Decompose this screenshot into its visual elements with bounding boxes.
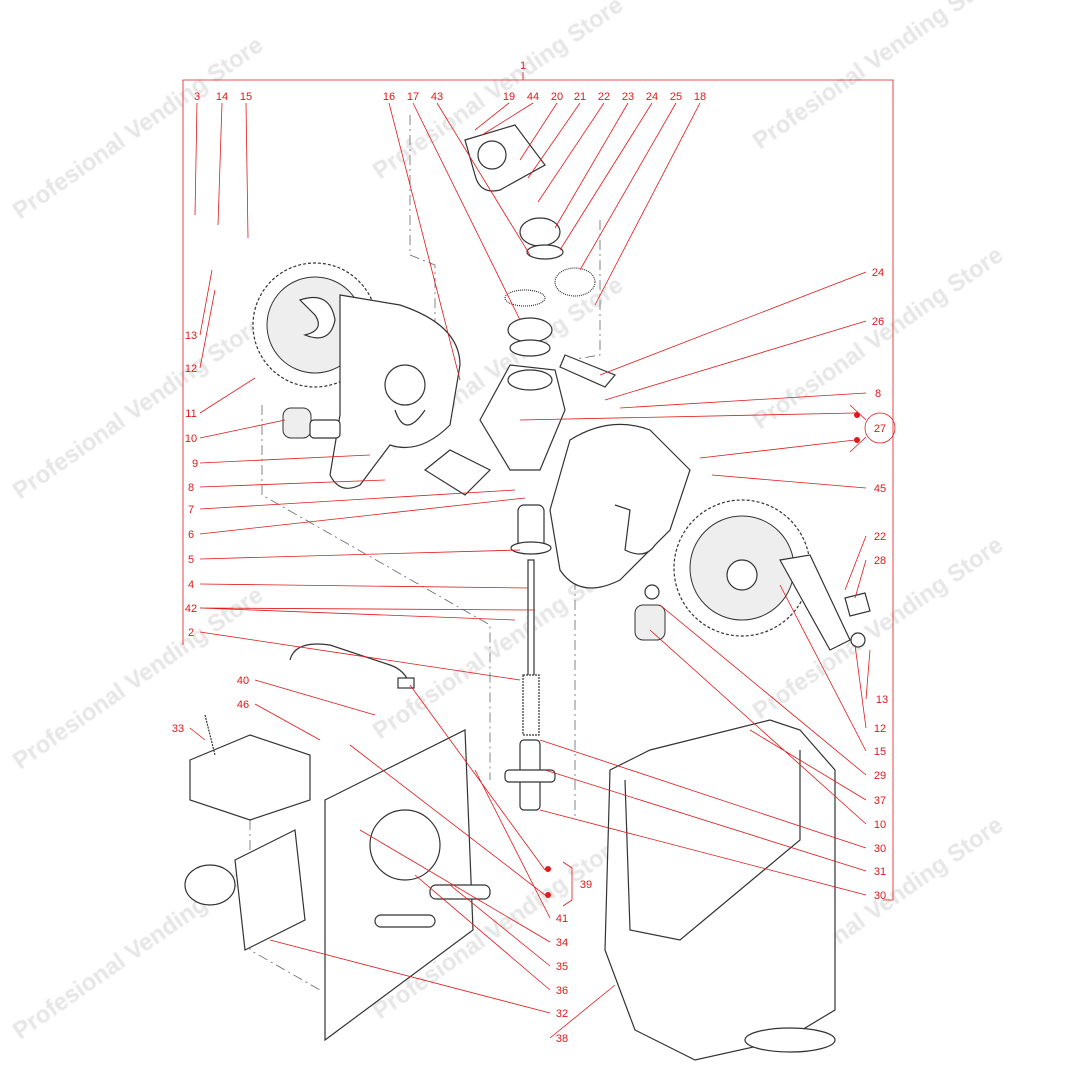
part-callout-33: 33 <box>172 723 184 735</box>
part-callout-45: 45 <box>874 483 886 495</box>
part-callout-22: 22 <box>598 91 610 103</box>
part-callout-42: 42 <box>185 603 197 615</box>
bracket <box>189 734 311 821</box>
leader-lines <box>189 102 896 1039</box>
part-callout-46: 46 <box>237 699 249 711</box>
part-callout-3: 3 <box>194 91 200 103</box>
part-callout-23: 23 <box>622 91 634 103</box>
part-callout-34: 34 <box>556 937 568 949</box>
part-callout-1: 1 <box>520 60 526 72</box>
part-callout-28: 28 <box>874 555 886 567</box>
part-callout-16: 16 <box>383 91 395 103</box>
part-callout-22: 22 <box>874 531 886 543</box>
part-callout-31: 31 <box>874 866 886 878</box>
part-callout-24: 24 <box>872 267 884 279</box>
part-callout-13: 13 <box>185 330 197 342</box>
part-callout-44: 44 <box>527 91 539 103</box>
lever <box>779 554 851 651</box>
part-callout-19: 19 <box>503 91 515 103</box>
part-callout-15: 15 <box>240 91 252 103</box>
part-callout-41: 41 <box>556 913 568 925</box>
part-callout-37: 37 <box>874 795 886 807</box>
wiring <box>289 643 411 686</box>
part-callout-38: 38 <box>556 1033 568 1045</box>
part-callout-20: 20 <box>551 91 563 103</box>
brew-chamber <box>479 364 566 471</box>
part-callout-4: 4 <box>188 579 194 591</box>
spring <box>522 674 540 736</box>
part-callout-27: 27 <box>874 423 886 435</box>
part-callout-5: 5 <box>188 554 194 566</box>
main-frame <box>324 729 474 1042</box>
part-callout-15: 15 <box>874 746 886 758</box>
small-gear-left <box>282 407 312 439</box>
parts <box>184 124 871 1061</box>
part-callout-24: 24 <box>646 91 658 103</box>
part-callout-8: 8 <box>188 482 194 494</box>
part-callout-21: 21 <box>574 91 586 103</box>
part-callout-25: 25 <box>670 91 682 103</box>
part-callout-36: 36 <box>556 985 568 997</box>
assembly-bracket <box>182 72 894 901</box>
part-callout-35: 35 <box>556 961 568 973</box>
part-callout-40: 40 <box>237 675 249 687</box>
part-callout-18: 18 <box>694 91 706 103</box>
part-callout-30: 30 <box>874 843 886 855</box>
part-callout-29: 29 <box>874 770 886 782</box>
part-callout-9: 9 <box>192 458 198 470</box>
part-callout-10: 10 <box>185 433 197 445</box>
part-callout-32: 32 <box>556 1008 568 1020</box>
part-callout-26: 26 <box>872 316 884 328</box>
part-callout-43: 43 <box>431 91 443 103</box>
part-callout-12: 12 <box>874 723 886 735</box>
part-callout-12: 12 <box>185 363 197 375</box>
part-callout-17: 17 <box>407 91 419 103</box>
highlight-circle-27 <box>864 412 896 444</box>
part-callout-11: 11 <box>185 408 196 420</box>
part-callout-7: 7 <box>188 504 194 516</box>
motor <box>234 829 306 951</box>
part-callout-8: 8 <box>875 388 881 400</box>
part-callout-13: 13 <box>876 694 888 706</box>
part-callout-10: 10 <box>874 819 886 831</box>
part-callout-14: 14 <box>216 91 228 103</box>
part-callout-30: 30 <box>874 890 886 902</box>
part-callout-39: 39 <box>580 879 592 891</box>
part-callout-6: 6 <box>188 529 194 541</box>
part-callout-2: 2 <box>188 627 194 639</box>
